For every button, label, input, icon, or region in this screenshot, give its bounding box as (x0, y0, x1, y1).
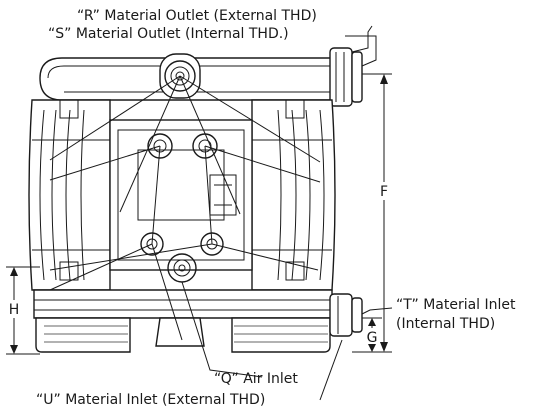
label-q-air-inlet: “Q” Air Inlet (214, 371, 298, 387)
label-u-inlet: “U” Material Inlet (External THD) (36, 392, 265, 408)
dimension-h: H (5, 266, 40, 355)
left-chamber (28, 99, 111, 291)
callout-labels: “R” Material Outlet (External THD) “S” M… (36, 8, 516, 408)
label-r-outlet: “R” Material Outlet (External THD) (77, 8, 317, 24)
dimension-h-label: H (9, 302, 20, 318)
outlet-manifold (39, 47, 363, 107)
dimension-g: G (362, 317, 382, 352)
label-s-outlet: “S” Material Outlet (Internal THD.) (48, 26, 289, 42)
pump-drawing (28, 47, 363, 353)
dimension-f: F (352, 73, 392, 353)
dimension-g-label: G (367, 330, 378, 346)
inlet-manifold (33, 289, 363, 353)
label-t-inlet-line1: “T” Material Inlet (396, 297, 516, 313)
label-t-inlet-line2: (Internal THD) (396, 316, 495, 332)
leader-lines (49, 25, 393, 401)
center-section (109, 119, 253, 283)
dimension-f-label: F (380, 184, 388, 200)
right-chamber (251, 99, 336, 291)
